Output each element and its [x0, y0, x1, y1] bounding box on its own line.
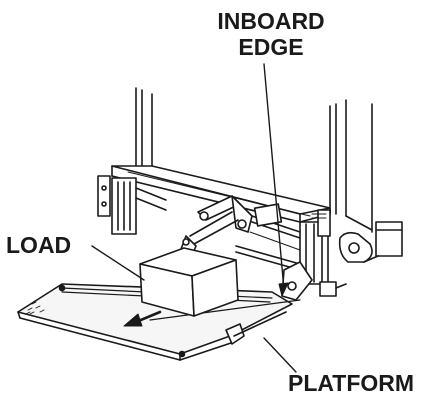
leader-load — [91, 245, 145, 281]
leader-inboard-edge — [263, 63, 285, 291]
inboard-edge-label-line1: INBOARD — [217, 8, 325, 34]
leader-inboard-arrowhead — [278, 282, 289, 297]
load-label: LOAD — [6, 232, 72, 258]
platform-label: PLATFORM — [288, 370, 415, 396]
lift-arms — [175, 195, 301, 271]
inboard-edge-label-line2: EDGE — [238, 34, 304, 60]
leader-platform — [263, 337, 297, 373]
truck-body-right-wall — [329, 99, 373, 233]
inboard-edge-label: INBOARD EDGE — [196, 8, 346, 60]
truck-body-left-frame — [135, 87, 153, 169]
left-column-bracket — [97, 175, 167, 235]
movement-arrow — [123, 310, 162, 327]
platform-tread-marks — [23, 301, 45, 315]
pump-motor-box — [338, 221, 403, 263]
load-box — [139, 247, 239, 317]
